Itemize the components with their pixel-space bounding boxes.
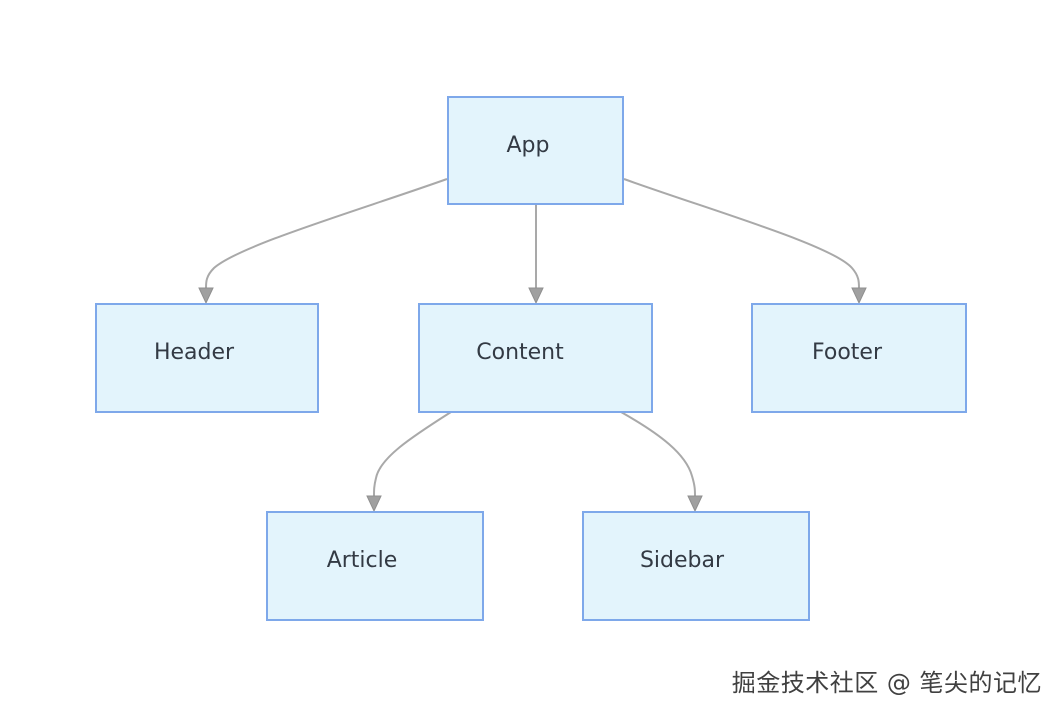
node-footer-label: Footer [812,340,883,365]
edge-content-article [366,411,452,513]
node-content-label: Content [476,340,564,365]
node-sidebar: Sidebar [582,511,810,621]
node-content: Content [418,303,653,413]
node-app-label: App [507,133,550,158]
edge-app-header [198,178,448,305]
edge-app-content [528,204,544,305]
node-header-label: Header [154,340,235,365]
edge-content-sidebar [620,411,703,513]
node-app: App [447,96,624,205]
node-article-label: Article [327,548,398,573]
edge-app-footer [623,178,867,305]
node-footer: Footer [751,303,967,413]
node-article: Article [266,511,484,621]
node-sidebar-label: Sidebar [640,548,725,573]
node-header: Header [95,303,319,413]
watermark-text: 掘金技术社区 @ 笔尖的记忆 [731,669,1042,697]
